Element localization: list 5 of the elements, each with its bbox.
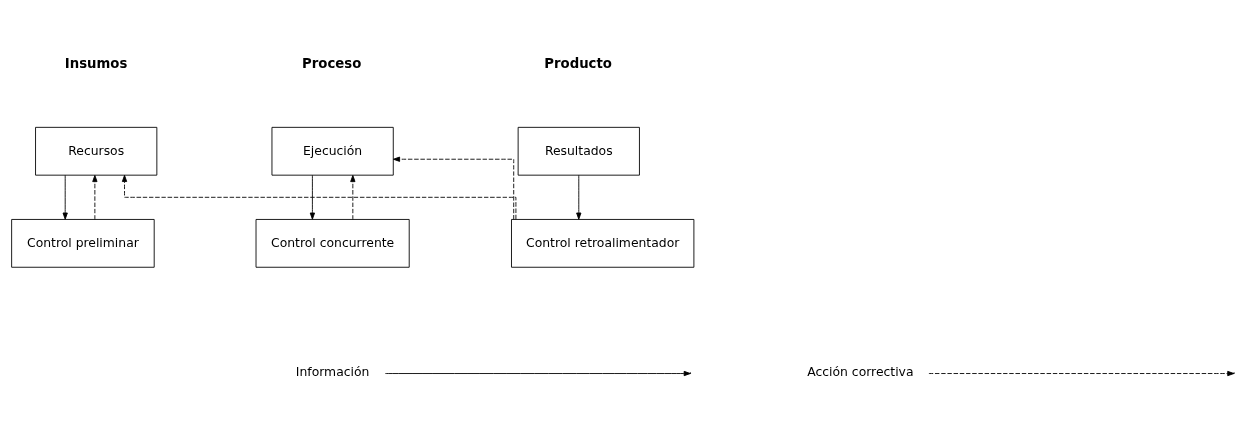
- legend-label: Acción correctiva: [807, 364, 914, 380]
- legend-label: Información: [295, 364, 370, 380]
- label: Insumos: [64, 56, 128, 72]
- label: Proceso: [302, 56, 362, 72]
- label: Producto: [544, 56, 612, 72]
